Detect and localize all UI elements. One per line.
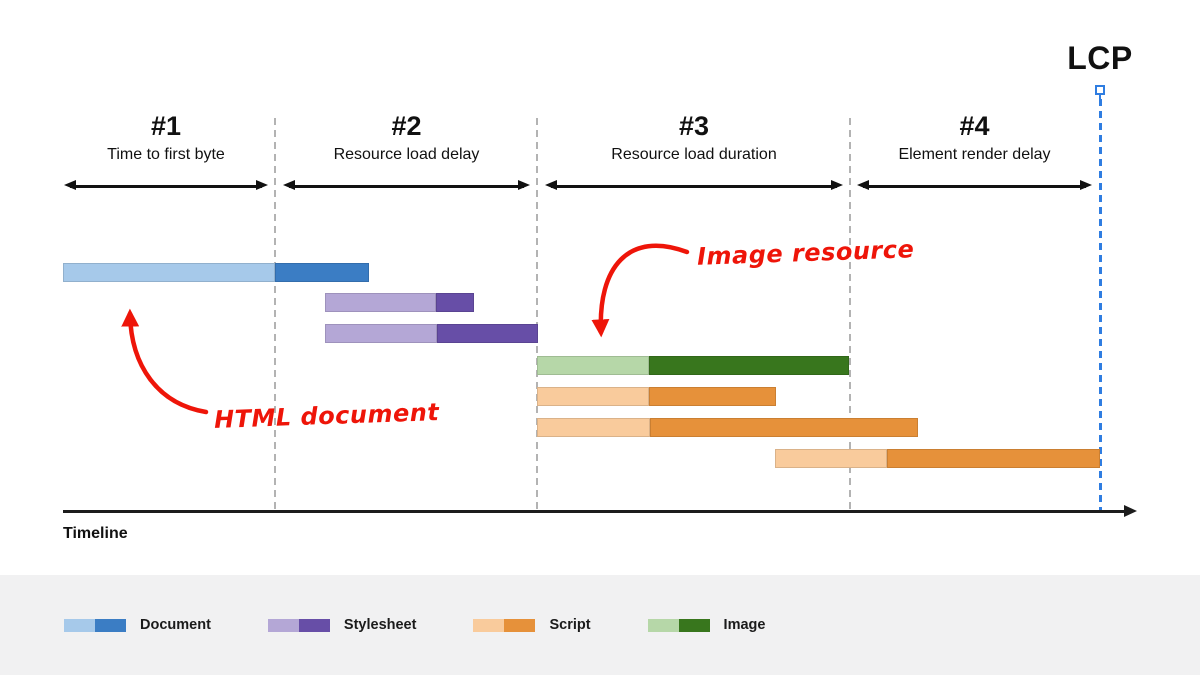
script-dark-swatch bbox=[504, 618, 536, 632]
script-light-swatch bbox=[473, 618, 505, 632]
phase-arrow-left-head bbox=[545, 180, 557, 190]
image-bar-light-segment bbox=[537, 356, 649, 375]
script-bar-light-segment bbox=[537, 418, 650, 437]
image-resource-arrow bbox=[591, 243, 690, 338]
phase-arrow-left-head bbox=[857, 180, 869, 190]
lcp-marker-icon bbox=[1095, 85, 1105, 100]
phase-number: #3 bbox=[678, 111, 710, 141]
image-dark-swatch bbox=[678, 618, 710, 632]
timeline-axis-arrowhead bbox=[1124, 504, 1137, 517]
legend-swatch-stylesheet bbox=[267, 618, 330, 632]
document-light-swatch bbox=[64, 618, 95, 632]
lcp-marker-stem bbox=[1098, 95, 1102, 100]
html-document-arrow bbox=[121, 308, 209, 415]
lcp-label: LCP bbox=[1067, 40, 1133, 76]
lcp-marker-square bbox=[1095, 85, 1105, 95]
phase-arrow-left-head bbox=[64, 180, 76, 190]
annotation-html-document: HTML document bbox=[213, 398, 440, 434]
script-bar-dark-segment bbox=[650, 418, 918, 437]
image-bar-dark-segment bbox=[649, 356, 849, 375]
phase-label: Resource load duration bbox=[611, 146, 777, 164]
legend-swatch-document bbox=[64, 618, 126, 632]
stylesheet-bar-dark-segment bbox=[436, 293, 474, 312]
annotation-image-resource: Image resource bbox=[696, 235, 915, 271]
script-bar-dark-segment bbox=[887, 449, 1100, 468]
legend-item-script: Script bbox=[473, 617, 591, 633]
phase-arrow-line bbox=[289, 185, 524, 188]
legend-label-image: Image bbox=[723, 617, 766, 633]
lcp-dashed-line bbox=[1099, 99, 1102, 512]
legend-label-document: Document bbox=[140, 617, 211, 633]
image-light-swatch bbox=[647, 618, 679, 632]
phase-arrow-right-head bbox=[518, 180, 530, 190]
phase-arrow-right-head bbox=[256, 180, 268, 190]
legend-item-image: Image bbox=[647, 617, 766, 633]
timeline-label: Timeline bbox=[63, 525, 128, 542]
phase-divider-3 bbox=[849, 118, 851, 512]
phase-arrow-right-head bbox=[831, 180, 843, 190]
legend: Document Stylesheet Script Image bbox=[64, 575, 822, 675]
phase-arrow-left-head bbox=[283, 180, 295, 190]
phase-number: #4 bbox=[959, 111, 990, 141]
phase-label: Time to first byte bbox=[107, 146, 225, 164]
phase-arrow-line bbox=[863, 185, 1086, 188]
phase-number: #1 bbox=[150, 111, 182, 141]
stylesheet-bar-light-segment bbox=[325, 324, 437, 343]
legend-item-document: Document bbox=[64, 617, 211, 633]
phase-label: Resource load delay bbox=[333, 146, 480, 164]
legend-footer: Document Stylesheet Script Image bbox=[0, 575, 1200, 675]
phase-label: Element render delay bbox=[898, 146, 1051, 164]
document-bar-dark-segment bbox=[275, 263, 369, 282]
legend-swatch-script bbox=[473, 618, 536, 632]
legend-label-stylesheet: Stylesheet bbox=[343, 617, 417, 633]
phase-divider-1 bbox=[274, 118, 276, 512]
legend-label-script: Script bbox=[549, 617, 591, 633]
phase-arrow-line bbox=[551, 185, 837, 188]
stylesheet-bar-dark-segment bbox=[437, 324, 538, 343]
document-dark-swatch bbox=[95, 618, 126, 632]
stylesheet-dark-swatch bbox=[298, 618, 330, 632]
legend-swatch-image bbox=[647, 618, 710, 632]
legend-item-stylesheet: Stylesheet bbox=[267, 617, 417, 633]
timeline-axis bbox=[63, 504, 1137, 517]
document-bar-light-segment bbox=[63, 263, 275, 282]
phase-arrow-line bbox=[70, 185, 262, 188]
stylesheet-bar-light-segment bbox=[325, 293, 436, 312]
script-bar-light-segment bbox=[537, 387, 649, 406]
script-bar-light-segment bbox=[775, 449, 887, 468]
script-bar-dark-segment bbox=[649, 387, 776, 406]
stylesheet-light-swatch bbox=[267, 618, 299, 632]
phase-divider-2 bbox=[536, 118, 538, 512]
phase-number: #2 bbox=[391, 111, 422, 141]
phase-arrow-right-head bbox=[1080, 180, 1092, 190]
